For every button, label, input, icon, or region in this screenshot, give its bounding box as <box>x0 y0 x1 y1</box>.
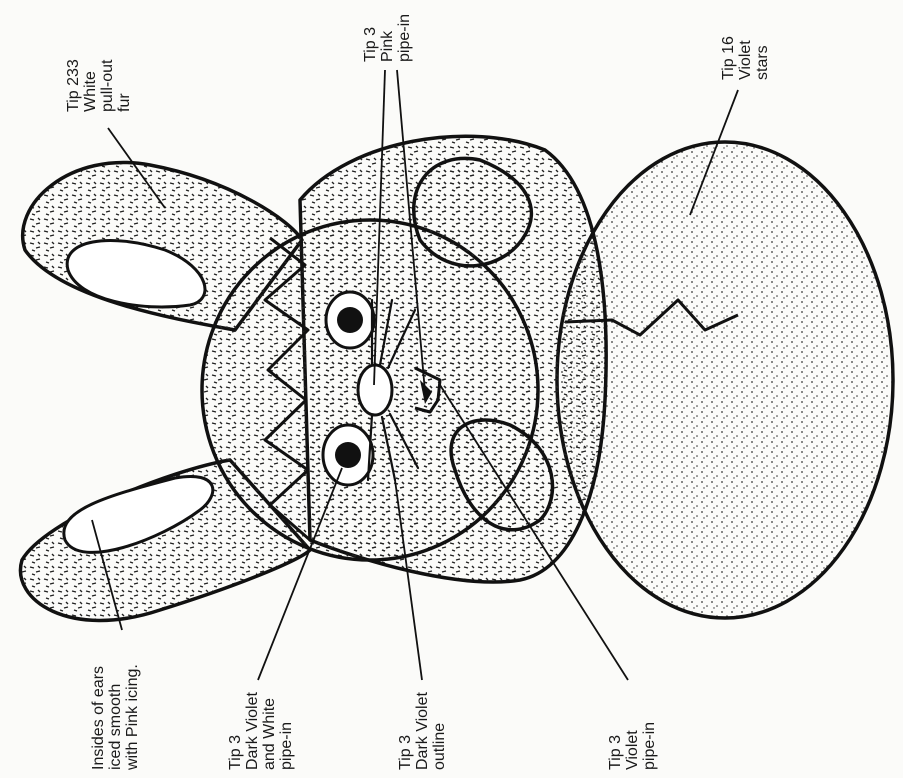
label-paws: Tip 3 Violet pipe-in <box>607 722 658 770</box>
label-egg: Tip 16 Violet stars <box>720 32 771 80</box>
label-eyes: Tip 3 Dark Violet and White pipe-in <box>227 688 295 770</box>
eye-top <box>326 292 374 348</box>
label-fur: Tip 233 White pull-out fur <box>65 55 133 112</box>
eye-bottom <box>323 425 373 485</box>
label-outline: Tip 3 Dark Violet outline <box>397 688 448 770</box>
label-ears: Insides of ears iced smooth with Pink ic… <box>90 661 141 771</box>
label-nose: Tip 3 Pink pipe-in <box>362 14 413 62</box>
